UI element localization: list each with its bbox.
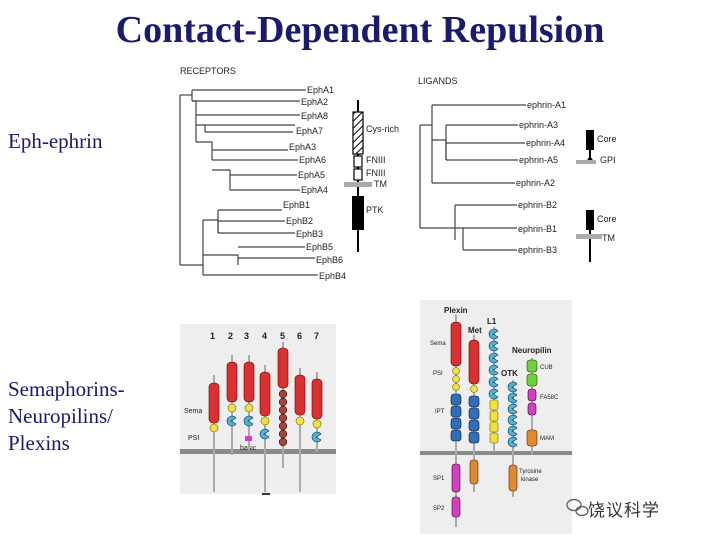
ligand-label: ephrin-A1	[527, 100, 566, 110]
section-label-eph: Eph-ephrin	[8, 129, 103, 153]
psi-label: PSI	[188, 435, 199, 442]
domain-label: FNIII	[366, 155, 386, 165]
page-title: Contact-Dependent Repulsion	[115, 9, 605, 51]
domain-label: FNIII	[366, 168, 386, 178]
watermark-text: 饶议科学	[588, 501, 660, 520]
domain-label: TM	[374, 179, 387, 189]
ligand-label: ephrin-A3	[519, 120, 558, 130]
sema-class-number: 1	[210, 331, 215, 341]
l1-name: L1	[487, 317, 497, 326]
ligand-label: ephrin-B3	[518, 245, 557, 255]
receptor-label: EphB3	[296, 229, 323, 239]
plexin-domain-label: IPT	[435, 409, 445, 415]
receptors-heading: RECEPTORS	[180, 66, 236, 76]
plexin-domain-label: Sema	[430, 341, 446, 347]
sema-class-number: 3	[244, 331, 249, 341]
neuropilin-domain-label: FA58C	[540, 395, 559, 401]
domain-label: TM	[602, 233, 615, 243]
neuropilin-name: Neuropilin	[512, 346, 552, 355]
ligands-heading: LIGANDS	[418, 76, 458, 86]
sema-label: Sema	[184, 408, 202, 415]
domain-label: GPI	[600, 155, 616, 165]
otk-name: OTK	[501, 369, 518, 378]
receptor-label: EphA3	[289, 142, 316, 152]
receptor-label: EphA5	[298, 170, 325, 180]
receptor-label: EphA1	[307, 85, 334, 95]
ephrin-a-domains	[576, 130, 596, 164]
wechat-icon	[566, 498, 589, 517]
ligand-label: ephrin-A2	[516, 178, 555, 188]
plexin-domain-label: PSI	[433, 371, 443, 377]
ligand-label: ephrin-B2	[518, 200, 557, 210]
plexin-panel: Plexin Met L1 OTK Neuropilin Sema PSI IP…	[420, 300, 572, 534]
ephrin-b-domains	[576, 210, 602, 262]
receptor-label: EphB2	[286, 216, 313, 226]
sema-class-number: 7	[314, 331, 319, 341]
plexin-domain-label: SP2	[433, 506, 445, 512]
receptor-label: EphB6	[316, 255, 343, 265]
neuropilin-domain-label: CUB	[540, 365, 553, 371]
receptor-label: EphA7	[296, 126, 323, 136]
receptor-label: EphA4	[301, 185, 328, 195]
sema-class-number: 6	[297, 331, 302, 341]
neuropilin-domain-label: MAM	[540, 436, 554, 442]
met-name: Met	[468, 326, 482, 335]
ligand-label: ephrin-A4	[526, 138, 565, 148]
eph-receptor-domains	[344, 100, 372, 252]
section-label-line: Plexins	[8, 431, 70, 455]
plexin-domain-label: SP1	[433, 476, 445, 482]
receptor-leaf-labels: EphA1 EphA2 EphA8 EphA7 EphA3 EphA6 EphA…	[283, 85, 346, 281]
receptor-label: EphA2	[301, 97, 328, 107]
ephrin-a-labels: Core GPI	[597, 134, 617, 165]
ephrin-b-labels: Core TM	[597, 214, 617, 243]
receptor-label: EphA6	[299, 155, 326, 165]
receptor-label: EphB4	[319, 271, 346, 281]
ligand-tree	[419, 104, 526, 251]
domain-label: Core	[597, 214, 617, 224]
tyrosine-kinase-label: Tyrosine	[519, 469, 542, 475]
receptor-label: EphB1	[283, 200, 310, 210]
domain-label: Cys-rich	[366, 124, 399, 134]
sema-class-number: 2	[228, 331, 233, 341]
eph-domain-labels: Cys-rich FNIII FNIII TM PTK	[366, 124, 399, 215]
ligand-leaf-labels: ephrin-A1 ephrin-A3 ephrin-A4 ephrin-A5 …	[516, 100, 566, 255]
ligand-label: ephrin-A5	[519, 155, 558, 165]
receptor-tree	[179, 89, 318, 276]
receptor-label: EphB5	[306, 242, 333, 252]
receptor-label: EphA8	[301, 111, 328, 121]
ligand-label: ephrin-B1	[518, 224, 557, 234]
tyrosine-kinase-label: kinase	[521, 477, 539, 483]
semaphorin-panel: 1 2 3 4 5 6 7 Sema PSI basic	[180, 324, 336, 495]
sema-class-number: 4	[262, 331, 267, 341]
section-label-line: Semaphorins-	[8, 377, 125, 401]
section-label-sema: Semaphorins- Neuropilins/ Plexins	[8, 376, 125, 457]
domain-label: PTK	[366, 205, 384, 215]
plexin-name: Plexin	[444, 306, 468, 315]
section-label-line: Neuropilins/	[8, 404, 113, 428]
sema-class-number: 5	[280, 331, 285, 341]
domain-label: Core	[597, 134, 617, 144]
